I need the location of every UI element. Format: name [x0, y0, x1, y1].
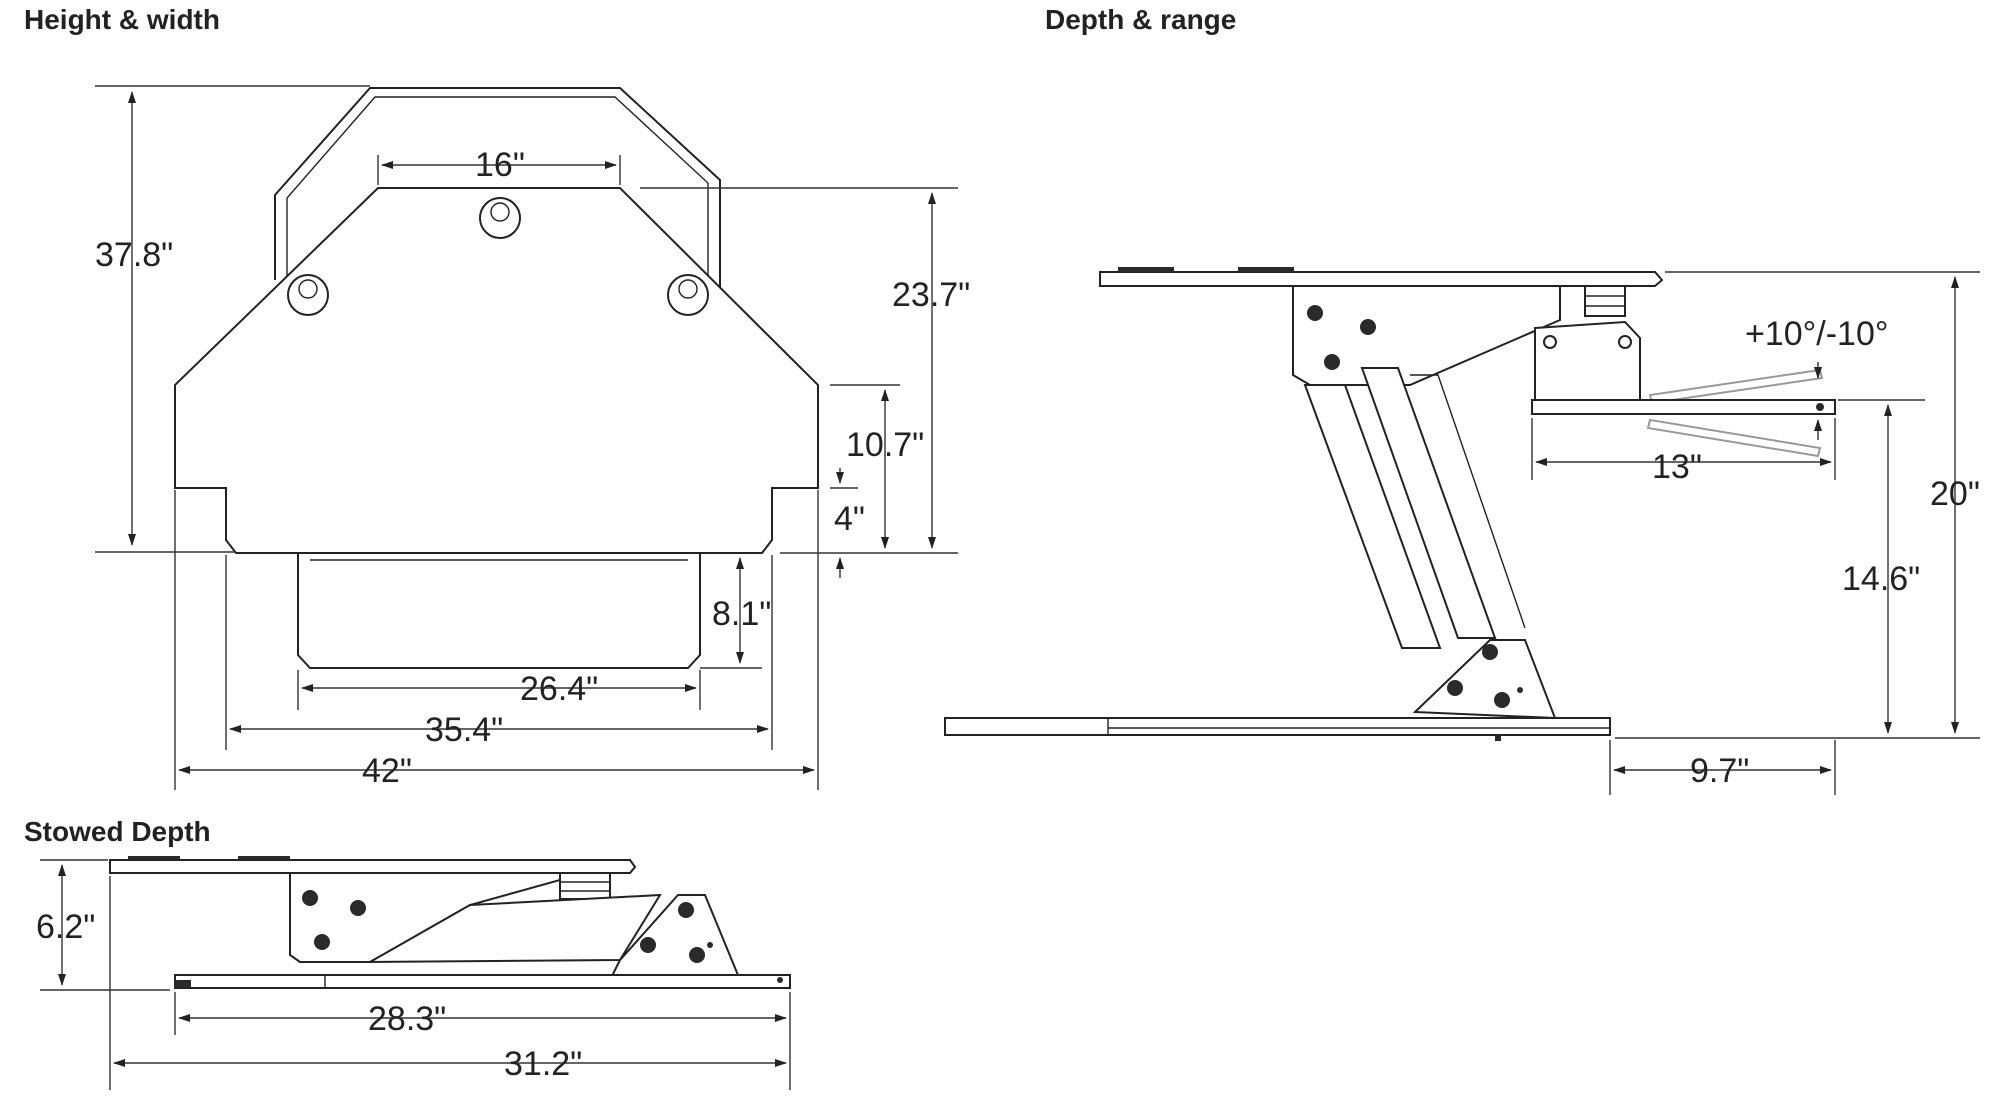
dim-6-2: 6.2": [36, 908, 95, 946]
dim-31-2: 31.2": [504, 1045, 582, 1083]
top-view-labels: 37.8" 16" 23.7" 10.7" 4" 8.1" 26.4" 35.4…: [95, 146, 970, 790]
dim-35-4: 35.4": [425, 711, 503, 749]
stowed-view-labels: 6.2" 28.3" 31.2": [36, 908, 582, 1083]
dim-28-3: 28.3": [368, 1000, 446, 1038]
dim-10-7: 10.7": [846, 426, 924, 464]
dim-37-8: 37.8": [95, 236, 173, 274]
dim-14-6: 14.6": [1842, 560, 1920, 598]
dim-42: 42": [362, 752, 412, 790]
dim-23-7: 23.7": [892, 276, 970, 314]
dim-26-4: 26.4": [520, 670, 598, 708]
top-view-drawing: [174, 87, 819, 669]
dim-13: 13": [1652, 448, 1702, 486]
top-view-dimensions: [95, 85, 958, 790]
stowed-view-drawing: [109, 856, 791, 989]
dim-4: 4": [834, 500, 865, 538]
stowed-view-dimensions: [40, 859, 791, 1090]
side-view-labels: +10°/-10° 13" 20" 14.6" 9.7": [1652, 315, 1980, 790]
dim-16: 16": [475, 146, 525, 184]
dim-8-1: 8.1": [712, 595, 771, 633]
section-title-stowed-depth: Stowed Depth: [24, 816, 211, 847]
dim-tilt: +10°/-10°: [1745, 315, 1888, 353]
section-title-height-width: Height & width: [24, 4, 220, 35]
side-view-dimensions: [1531, 271, 1980, 795]
side-view-drawing: [944, 267, 1836, 741]
section-title-depth-range: Depth & range: [1045, 4, 1237, 35]
dim-20: 20": [1930, 475, 1980, 513]
dim-9-7: 9.7": [1690, 752, 1749, 790]
